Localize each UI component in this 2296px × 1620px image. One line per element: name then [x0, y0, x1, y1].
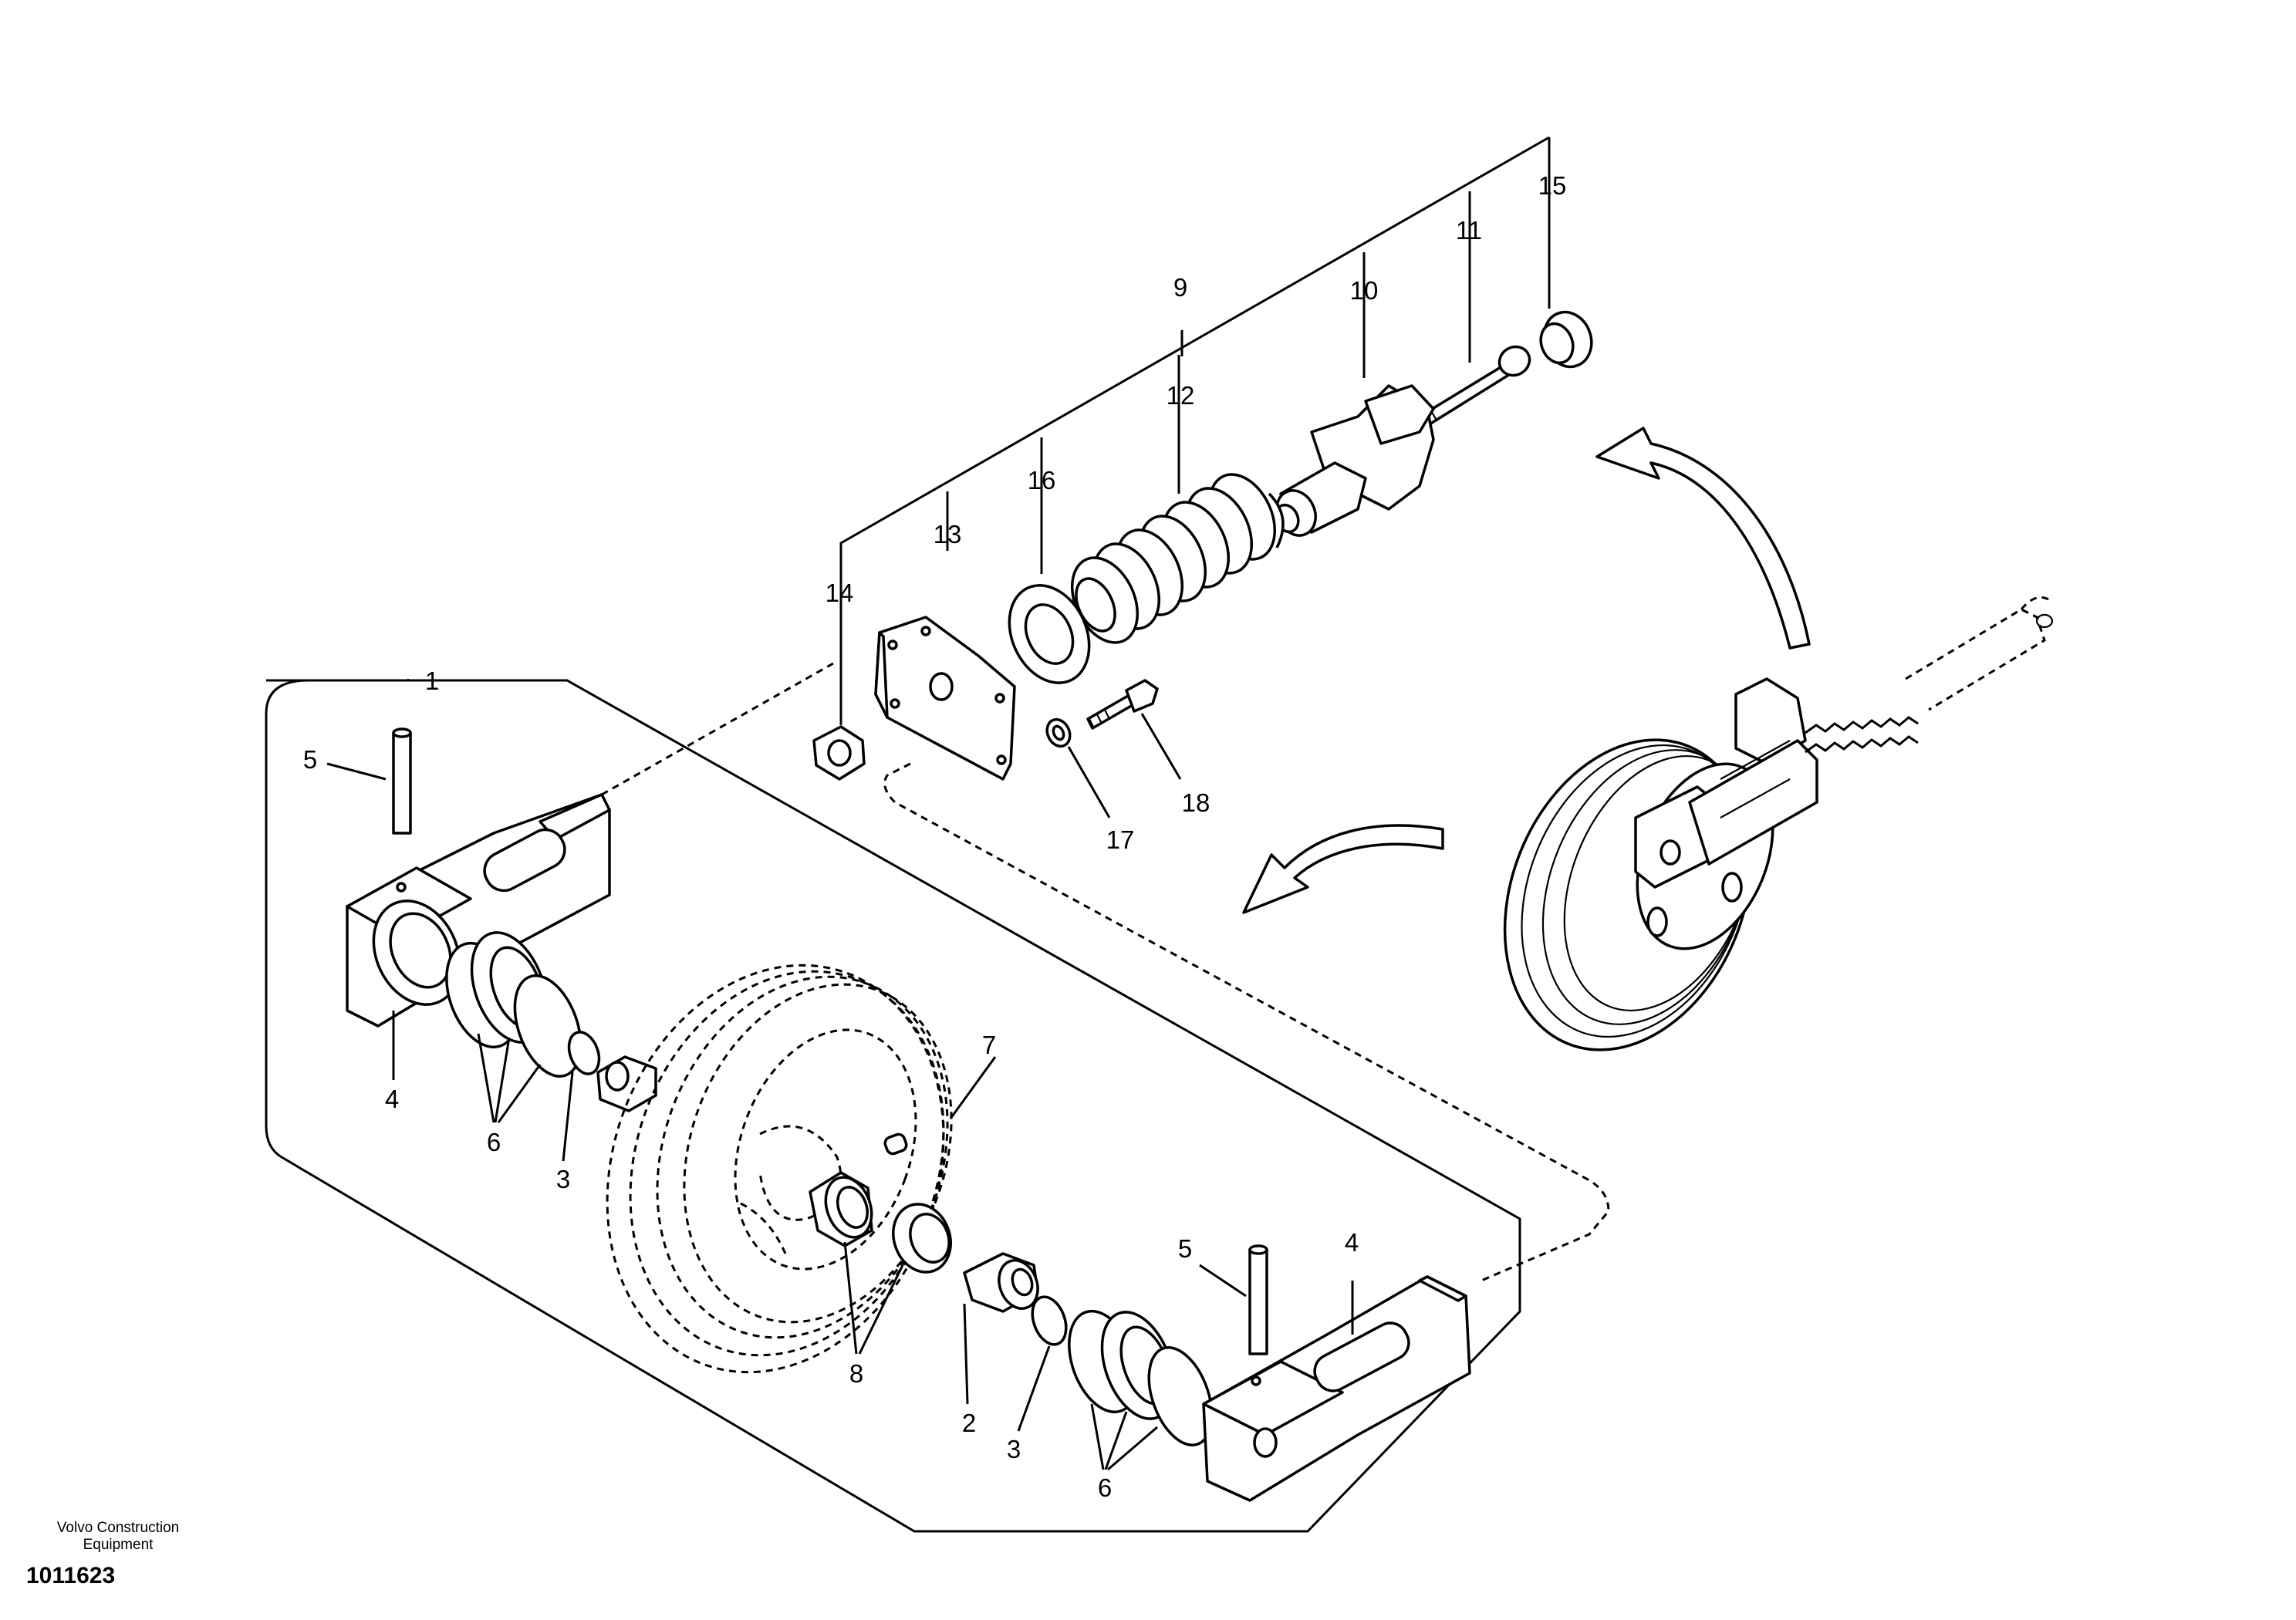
- label-6-right: 6: [1098, 1473, 1112, 1502]
- label-7: 7: [982, 1031, 996, 1059]
- label-2: 2: [962, 1409, 976, 1437]
- label-4-left: 4: [385, 1085, 399, 1113]
- company-line-1: Volvo Construction: [56, 1520, 180, 1536]
- part-17-washer: [1045, 717, 1072, 748]
- label-5-left: 5: [303, 745, 317, 774]
- label-6-left: 6: [487, 1128, 501, 1156]
- part-14-nut: [812, 725, 866, 781]
- drawing-number: 1011623: [26, 1563, 116, 1588]
- callout-labels: 1 5 4 6 3 7 8 2 3 6 5 4 9 10 11 12 13 14…: [266, 171, 1566, 1502]
- part-6-seals-left: [445, 931, 582, 1078]
- part-11-bolt: [1417, 345, 1531, 428]
- label-13: 13: [934, 520, 962, 548]
- part-5-pin-right: [1248, 1244, 1268, 1355]
- label-12: 12: [1167, 381, 1195, 410]
- label-5-right: 5: [1178, 1234, 1192, 1263]
- idler-wheel-ghost: [606, 964, 953, 1374]
- leader-lines: [326, 713, 1354, 1471]
- label-8: 8: [849, 1359, 863, 1388]
- part-13-plate: [874, 616, 1016, 781]
- rotation-arrow-upper: [1595, 427, 1811, 650]
- part-15-bushing: [1539, 310, 1593, 369]
- part-3-oring-left: [567, 1031, 601, 1075]
- label-1: 1: [425, 667, 439, 695]
- part-8-bushing: [892, 1203, 952, 1274]
- part-4-bracket-right: [1202, 1275, 1471, 1502]
- label-17: 17: [1106, 825, 1135, 854]
- label-3-right: 3: [1007, 1435, 1021, 1463]
- bracket-9-group: [839, 136, 1551, 725]
- part-12-spring: [1070, 473, 1285, 644]
- label-3-left: 3: [556, 1165, 570, 1193]
- part-2-shaft-center: [809, 1171, 873, 1247]
- company-credit: Volvo Construction Equipment: [14, 1520, 222, 1554]
- group-1-outline: [265, 679, 1521, 1533]
- part-3-oring-right: [1031, 1295, 1068, 1346]
- assembled-idler-inset: [1503, 596, 2054, 1051]
- part-2-shaft-left: [596, 1055, 657, 1112]
- label-11: 11: [1456, 216, 1482, 245]
- company-line-2: Equipment: [83, 1537, 154, 1553]
- label-10: 10: [1350, 276, 1379, 305]
- label-4-right: 4: [1345, 1228, 1359, 1257]
- label-15: 15: [1538, 171, 1567, 200]
- part-7-plug: [883, 1132, 908, 1156]
- part-2-shaft-right: [963, 1252, 1039, 1313]
- part-10-yoke: [1274, 384, 1435, 537]
- label-14: 14: [826, 579, 854, 607]
- part-18-bolt: [1086, 679, 1159, 730]
- part-4-bracket-left: [346, 793, 611, 1028]
- rotation-arrow-lower: [1242, 824, 1444, 914]
- part-6-seals-right: [1068, 1309, 1214, 1446]
- connection-lines: [601, 662, 1610, 1282]
- label-9: 9: [1173, 273, 1187, 302]
- part-16-washer: [1008, 584, 1091, 684]
- label-18: 18: [1182, 788, 1210, 817]
- part-5-pin-left: [392, 727, 412, 835]
- label-16: 16: [1028, 466, 1056, 494]
